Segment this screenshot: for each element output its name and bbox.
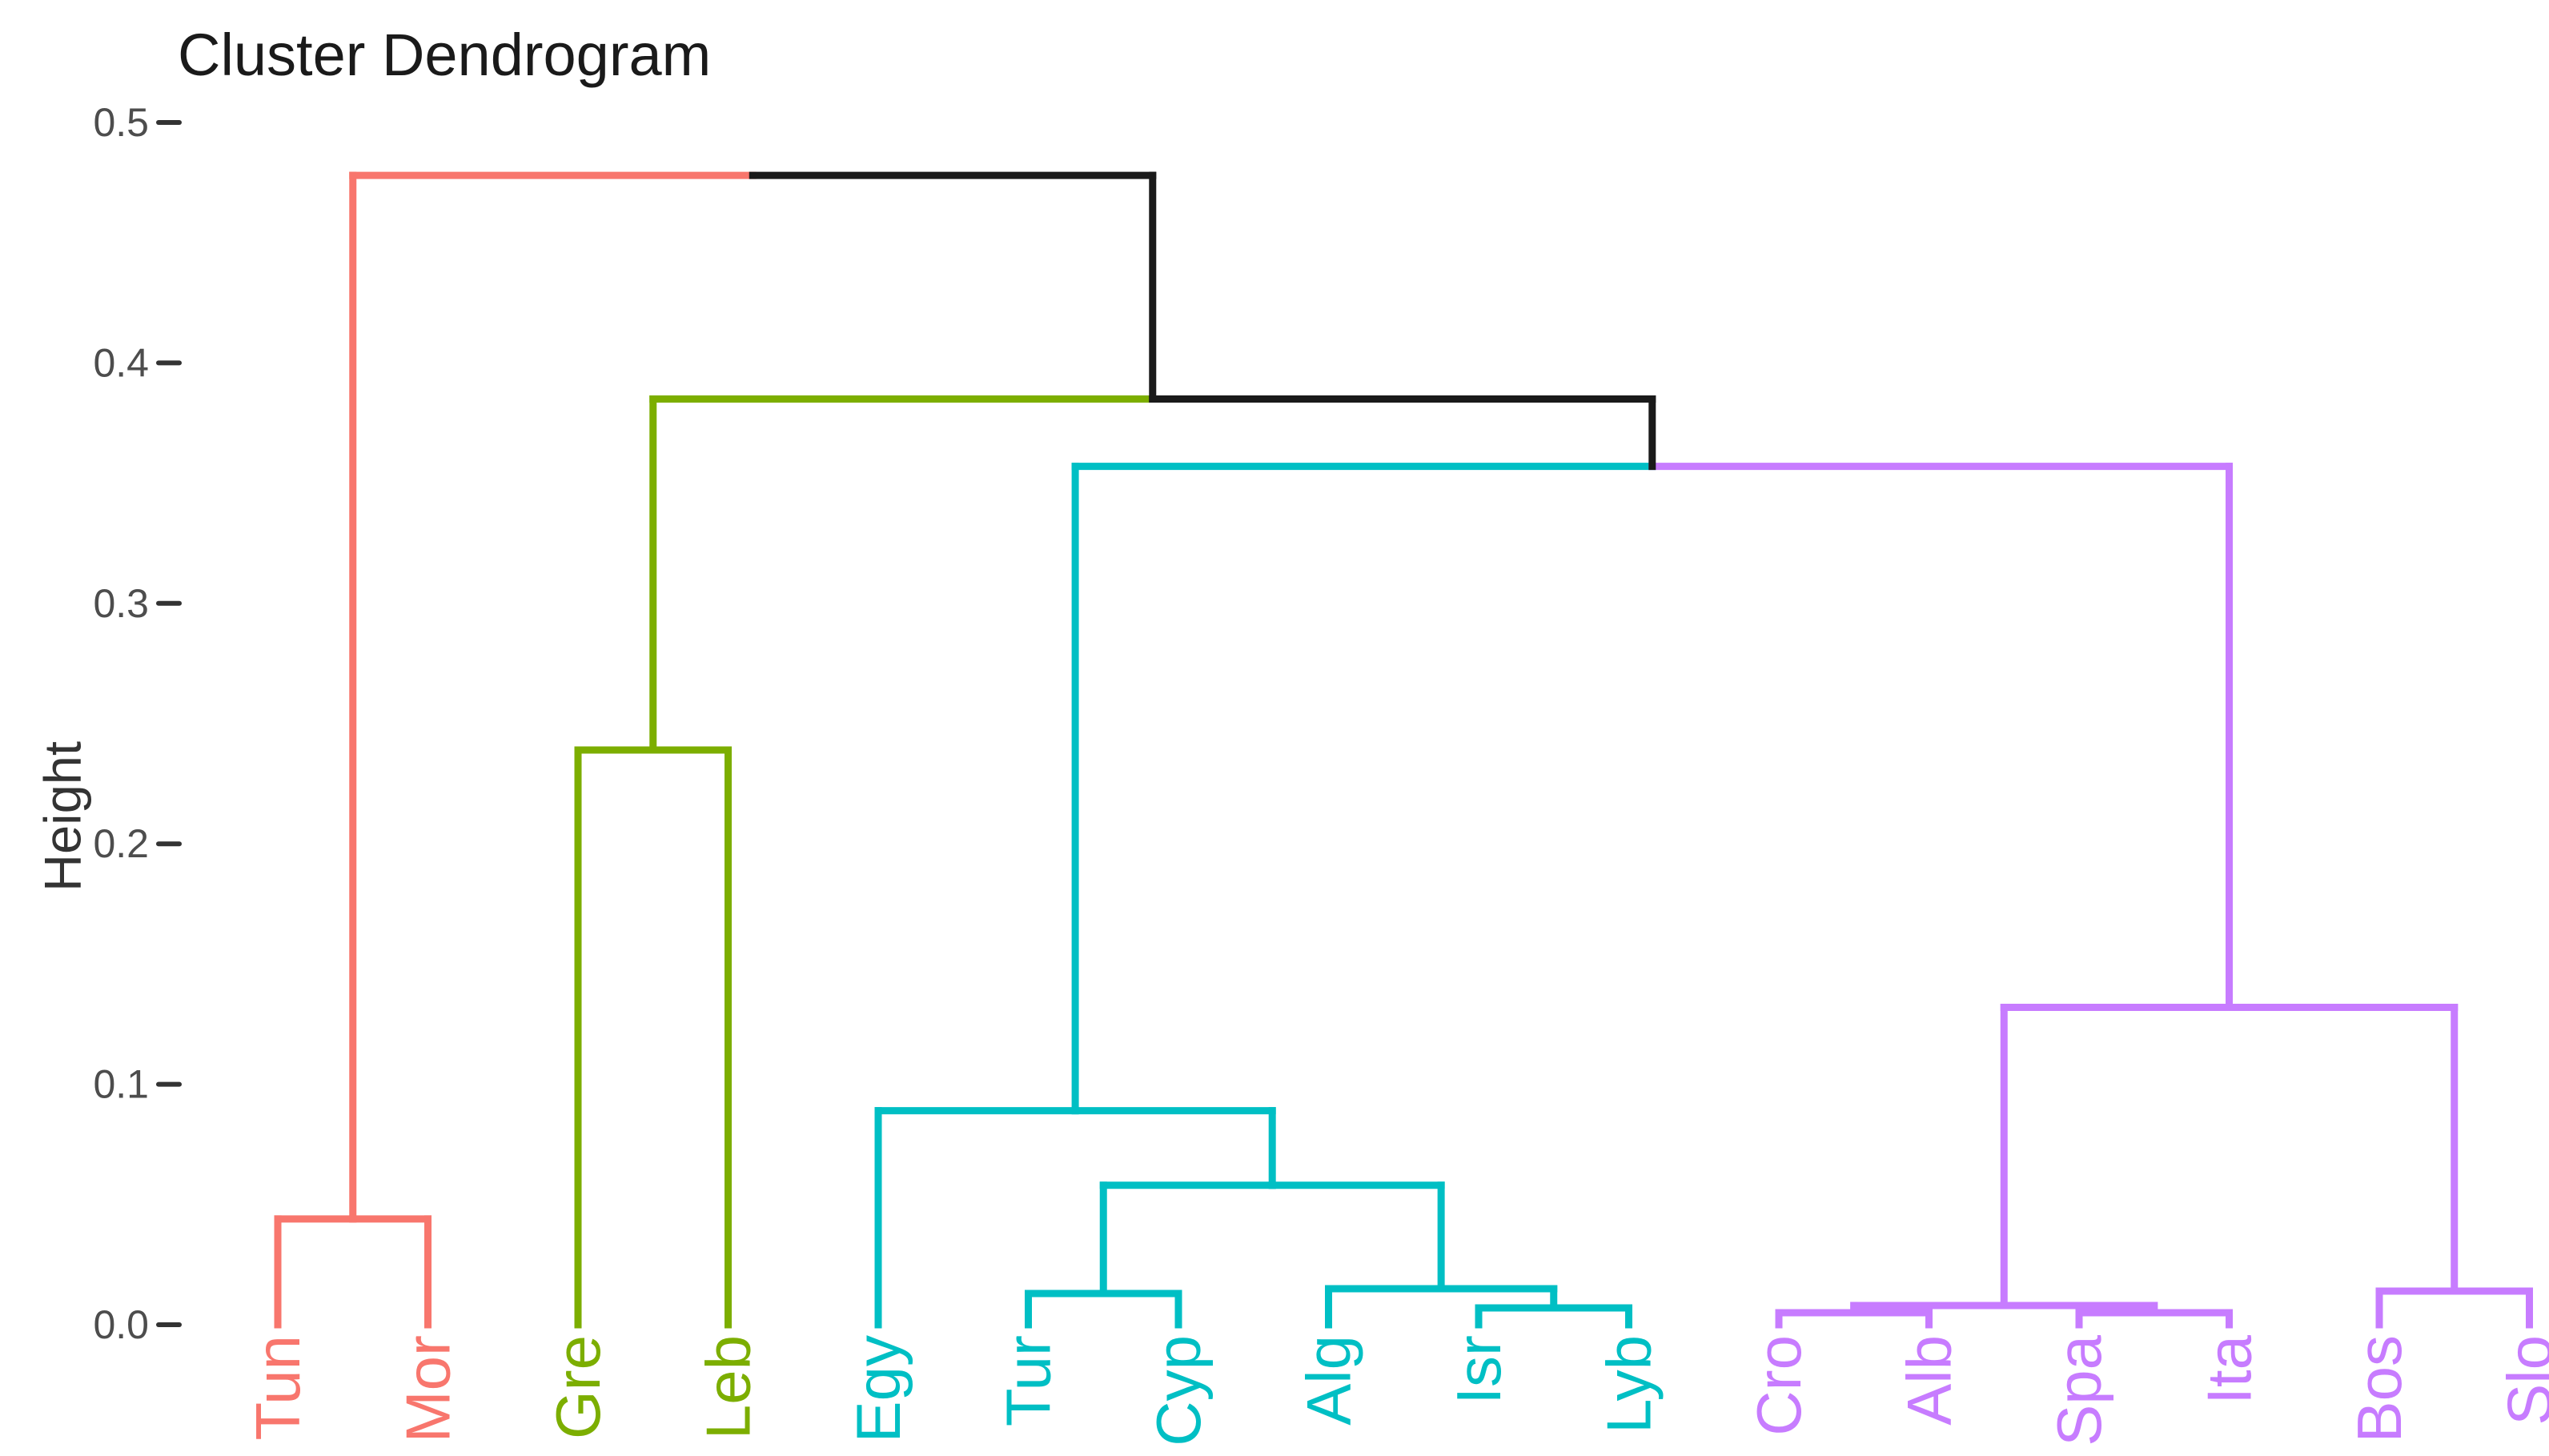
y-tick-label: 0.2 [93,821,149,866]
leaf-label-Gre: Gre [543,1335,613,1439]
leaf-label-Mor: Mor [393,1335,464,1442]
leaf-label-Slo: Slo [2495,1335,2549,1426]
leaf-label-Isr: Isr [1443,1335,1514,1405]
leaf-label-Tun: Tun [243,1335,313,1441]
leaf-label-Egy: Egy [843,1335,913,1442]
leaf-label-Ita: Ita [2194,1334,2265,1404]
leaf-label-Tur: Tur [994,1335,1064,1426]
leaf-label-Alg: Alg [1294,1335,1364,1426]
y-tick-label: 0.3 [93,581,149,626]
y-axis-label: Height [34,741,92,892]
y-tick-label: 0.4 [93,340,149,385]
dendrogram-branches [278,175,2530,1325]
y-tick-label: 0.5 [93,100,149,145]
chart-title: Cluster Dendrogram [178,22,711,88]
leaf-label-Spa: Spa [2044,1334,2114,1446]
leaf-label-Cro: Cro [1744,1335,1814,1436]
y-axis: 0.0 0.1 0.2 0.3 0.4 0.5 [93,100,179,1347]
y-tick-label: 0.1 [93,1062,149,1107]
leaf-label-Cyp: Cyp [1143,1335,1214,1446]
leaf-label-Bos: Bos [2344,1335,2415,1442]
leaf-labels: Tun Mor Gre Leb Egy Tur Cyp Alg Isr Lyb Cro Alb Spa I… [243,1334,2549,1446]
leaf-label-Alb: Alb [1894,1335,1965,1426]
y-tick-label: 0.0 [93,1302,149,1347]
leaf-label-Leb: Leb [693,1335,764,1439]
leaf-label-Lyb: Lyb [1594,1335,1664,1434]
